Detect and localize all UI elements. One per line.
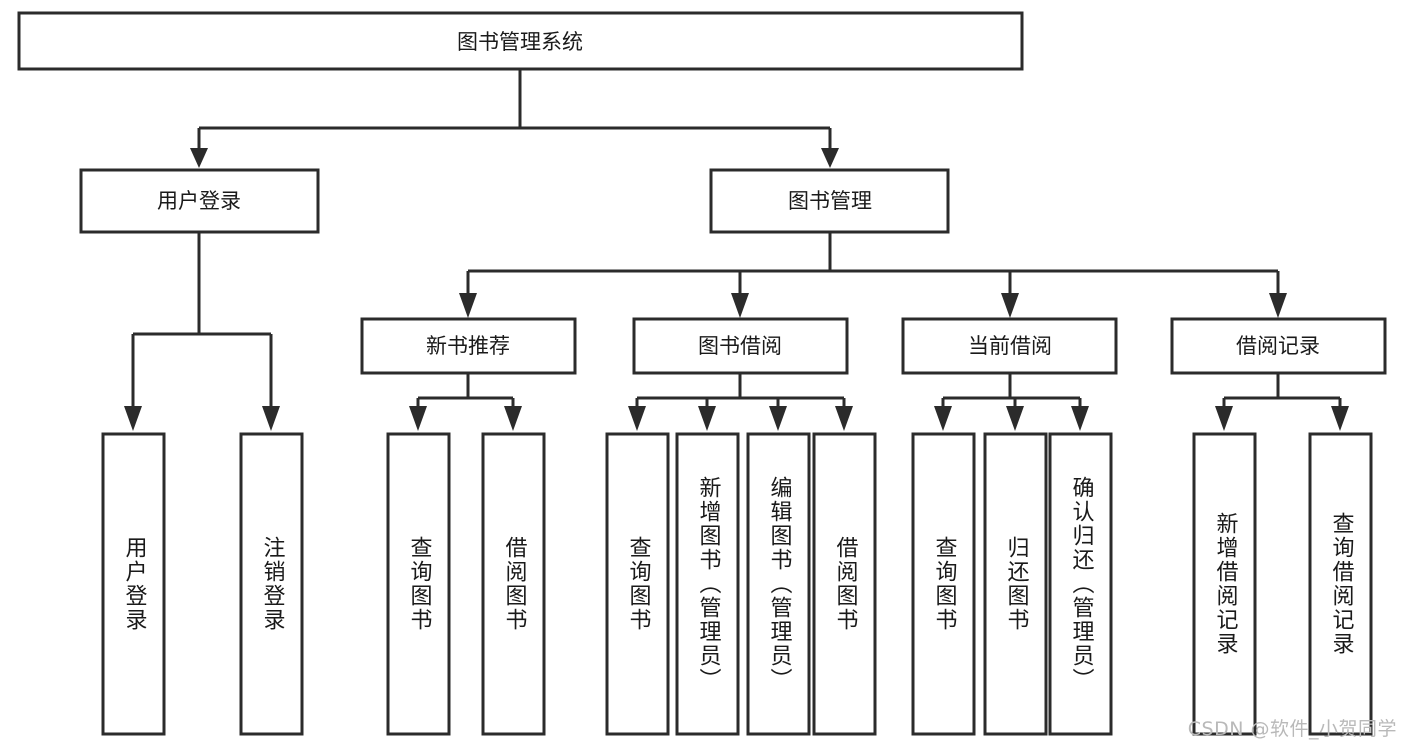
arrowhead-leaf-current-borrow-1 [934,406,952,431]
arrowhead-leaf-book-borrow-4 [835,406,853,431]
arrowhead-book-borrow [731,293,749,318]
node-leaf-user-login-1-box[interactable] [101,432,166,736]
node-leaf-user-login-2-box[interactable] [239,432,304,736]
node-leaf-book-borrow-2-box[interactable] [675,432,740,736]
arrowhead-leaf-new-book-1 [409,406,427,431]
arrowhead-borrow-record [1269,293,1287,318]
arrowhead-leaf-current-borrow-3 [1071,406,1089,431]
arrowhead-leaf-current-borrow-2 [1006,406,1024,431]
node-leaf-book-borrow-3-box[interactable] [746,432,811,736]
node-leaf-new-book-1-box[interactable] [386,432,451,736]
node-book-borrow-label: 图书借阅 [698,334,782,358]
watermark-text: CSDN @软件_小贺同学 [1187,718,1397,740]
node-current-borrow-box[interactable] [901,317,1118,375]
arrowhead-leaf-user-login-1 [124,406,142,431]
node-leaf-current-borrow-1-box[interactable] [911,432,976,736]
node-current-borrow-label: 当前借阅 [968,334,1052,358]
arrowhead-leaf-borrow-record-2 [1331,406,1349,431]
arrowhead-leaf-new-book-2 [504,406,522,431]
node-leaf-current-borrow-2-box[interactable] [983,432,1048,736]
node-book-mgmt-box[interactable] [709,168,950,234]
node-borrow-record-box[interactable] [1170,317,1387,375]
node-leaf-current-borrow-3-box[interactable] [1048,432,1113,736]
node-leaf-borrow-record-1-box[interactable] [1192,432,1257,736]
node-new-book-recommend-label: 新书推荐 [426,334,510,358]
arrowhead-book-mgmt [821,148,839,168]
arrowhead-leaf-user-login-2 [262,406,280,431]
node-leaf-borrow-record-2-box[interactable] [1308,432,1373,736]
node-book-mgmt-label: 图书管理 [788,189,872,213]
arrowhead-leaf-book-borrow-1 [628,406,646,431]
node-leaf-book-borrow-4-box[interactable] [812,432,877,736]
node-root-box[interactable] [17,11,1024,71]
arrowhead-new-book-recommend [459,293,477,318]
arrowhead-leaf-book-borrow-2 [698,406,716,431]
node-borrow-record-label: 借阅记录 [1236,334,1320,358]
arrowhead-current-borrow [1001,293,1019,318]
node-new-book-recommend-box[interactable] [360,317,577,375]
node-book-borrow-box[interactable] [632,317,849,375]
node-leaf-new-book-2-box[interactable] [481,432,546,736]
arrowhead-leaf-borrow-record-1 [1215,406,1233,431]
arrowhead-leaf-book-borrow-3 [769,406,787,431]
node-root-label: 图书管理系统 [457,30,583,54]
arrowhead-user-login [190,148,208,168]
node-user-login-label: 用户登录 [157,189,241,213]
node-leaf-book-borrow-1-box[interactable] [605,432,670,736]
